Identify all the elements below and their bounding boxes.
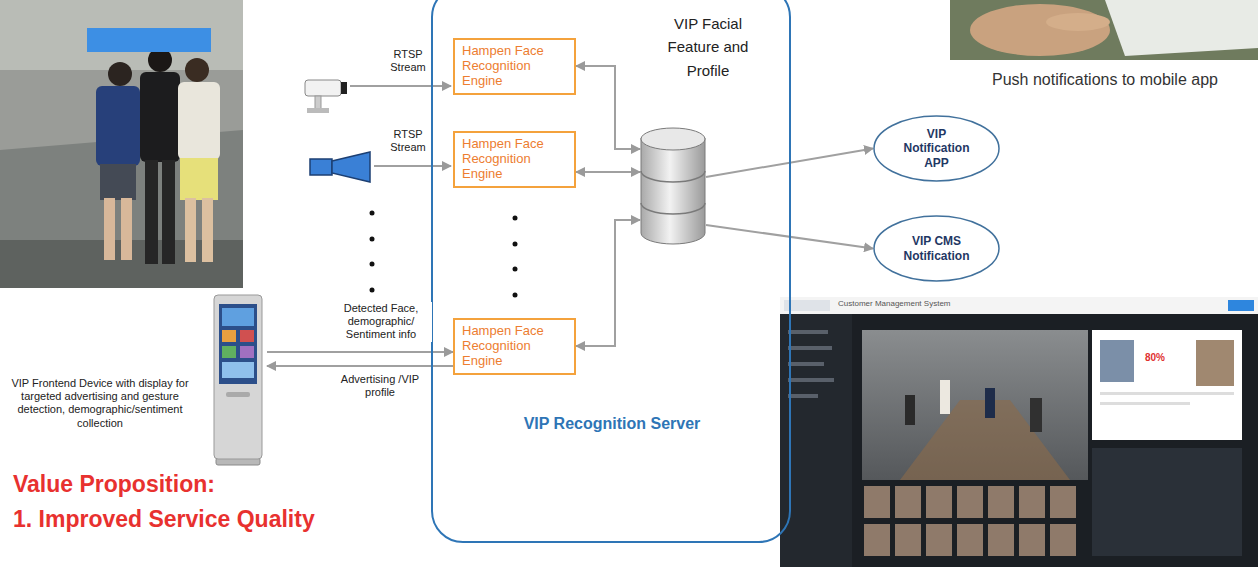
connector [267, 365, 453, 367]
node-text: VIP Recognition Server [507, 414, 717, 433]
node-text: Hampen Face Recognition Engine [462, 44, 562, 89]
box-camera [310, 152, 370, 182]
engine-box: Hampen Face Recognition Engine [453, 318, 576, 375]
notification-ellipse: VIP CMS Notification [873, 215, 1000, 282]
redaction-bar [87, 28, 211, 52]
connector [267, 351, 453, 353]
ellipsis-dots [370, 211, 518, 298]
cms-screenshot [780, 297, 1258, 567]
photo-caption: Push notifications to mobile app [955, 70, 1255, 89]
db-outline [640, 127, 706, 245]
rtsp-arrow [350, 85, 451, 87]
node-text: Hampen Face Recognition Engine [462, 324, 562, 369]
stream-label: RTSP Stream [383, 128, 433, 154]
kiosk-outline [212, 294, 264, 466]
station-photo [0, 0, 243, 288]
notification-ellipse: VIP Notification APP [873, 115, 1000, 182]
connector [576, 171, 640, 173]
stream-label: RTSP Stream [383, 48, 433, 74]
node-text: Hampen Face Recognition Engine [462, 137, 562, 182]
node-text: VIP Frontend Device with display for tar… [4, 377, 196, 430]
bullet-camera [305, 80, 347, 113]
node-text: VIP Facial Feature and Profile [658, 12, 758, 82]
phone-photo [950, 0, 1258, 60]
database-cylinder: VIP Facial Feature and Profile [640, 127, 706, 245]
connector [576, 66, 640, 149]
node-text: VIP Notification APP [897, 127, 977, 170]
connector [576, 220, 640, 346]
engine-box: Hampen Face Recognition Engine [453, 38, 576, 95]
server-container: VIP Recognition Server Hampen Face Recogn… [431, 0, 791, 543]
edge-label: Detected Face, demographic/ Sentiment in… [330, 302, 432, 342]
engine-box: Hampen Face Recognition Engine [453, 131, 576, 188]
rtsp-arrow [374, 165, 451, 167]
value-item: 1. Improved Service Quality [13, 506, 433, 534]
screenshot-score: 80% [1145, 352, 1165, 364]
frontend-kiosk: VIP Frontend Device with display for tar… [212, 294, 264, 466]
screenshot-title: Customer Management System [838, 299, 951, 309]
node-text: VIP CMS Notification [897, 234, 977, 263]
value-heading: Value Proposition: [13, 471, 433, 499]
edge-label: Advertising /VIP profile [335, 373, 425, 399]
